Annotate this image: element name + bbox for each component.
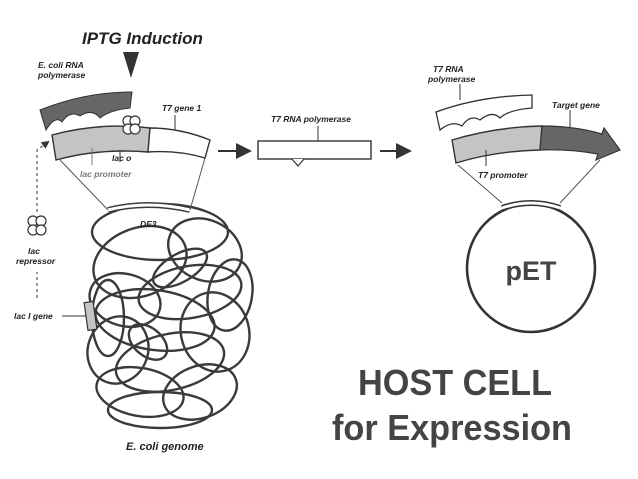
ecoli-genome-tangle — [86, 202, 254, 430]
t7-promoter-label: T7 promoter — [478, 170, 528, 180]
host-cell-title: HOST CELL — [358, 362, 552, 403]
lac-promoter-label: lac promoter — [80, 169, 132, 179]
de3-label: DE3 — [140, 219, 157, 229]
pet-zoom-lines — [457, 159, 601, 204]
lac-repressor-label-2: repressor — [16, 256, 56, 266]
t7-rna-polymerase-label: T7 RNA polymerase — [271, 114, 351, 124]
host-operon — [39, 91, 211, 165]
t7-rna-pol-bound-label-2: polymerase — [427, 74, 476, 84]
ecoli-rna-polymerase-label-2: polymerase — [37, 70, 86, 80]
lac-i-gene-segment — [83, 300, 98, 332]
de3-segment-inner — [107, 203, 191, 212]
iptg-induction-label: IPTG Induction — [82, 29, 203, 48]
de3-zoom-lines — [59, 157, 206, 211]
lac-repressor-bound-icon — [122, 115, 141, 135]
t7-rna-polymerase-bound-shape — [435, 94, 533, 132]
t7-gene1-block — [147, 127, 211, 159]
pet-label: pET — [506, 256, 558, 286]
t7-rna-polymerase-box — [257, 140, 372, 160]
pet-operon — [435, 84, 621, 166]
target-gene-block — [539, 125, 621, 162]
lac-o-label: lac o — [112, 153, 131, 163]
target-gene-label: Target gene — [552, 100, 600, 110]
lac-repressor-label-1: lac — [28, 246, 40, 256]
lac-i-gene-label: lac I gene — [14, 311, 53, 321]
iptg-arrow-icon — [123, 52, 139, 78]
ecoli-rna-polymerase-label-1: E. coli RNA — [38, 60, 84, 70]
t7-rna-polymerase-notch — [291, 158, 305, 167]
t7-promoter-block — [451, 125, 543, 164]
ecoli-rna-polymerase-shape — [39, 91, 133, 132]
t7-gene1-label: T7 gene 1 — [162, 103, 201, 113]
for-expression-title: for Expression — [332, 407, 572, 448]
lac-repressor-free-icon — [27, 215, 47, 236]
pet-insert-segment-inner — [501, 201, 561, 210]
ecoli-genome-label: E. coli genome — [126, 441, 204, 453]
t7-rna-pol-bound-label-1: T7 RNA — [433, 64, 464, 74]
lac-repressor-dashed-arrow — [36, 140, 50, 212]
